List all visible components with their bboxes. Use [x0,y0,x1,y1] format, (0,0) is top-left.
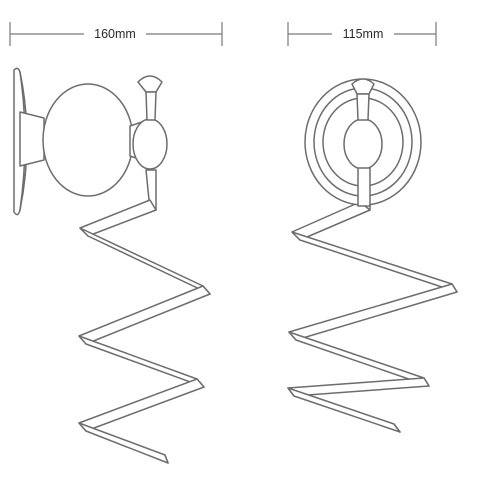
side-spiral-seg-4 [78,335,205,388]
dimension-right-label: 115mm [343,27,384,41]
side-spiral-seg-3 [78,285,211,345]
front-view [287,78,458,433]
side-spiral-seg-2 [79,227,211,295]
front-spiral-end [393,423,401,433]
side-view [13,67,211,464]
side-view-disk [42,83,134,197]
front-spiral-seg-3 [288,283,458,341]
side-spiral-seg-5 [78,378,205,432]
front-view-spiral [287,169,458,433]
front-spiral-seg-4 [288,331,430,387]
side-view-mount-base [19,111,45,167]
side-spiral-seg-6 [78,422,169,464]
front-view-ball [343,118,383,170]
side-view-knob-shaft [145,91,157,121]
dimension-right: 115mm [287,22,437,46]
front-spiral-seg-6 [287,387,401,433]
front-spiral-seg-2 [291,231,458,293]
side-spiral-seg-1 [79,199,157,237]
front-view-stem [357,167,371,207]
front-spiral-seg-1 [291,201,371,241]
dimension-left-label: 160mm [94,27,136,41]
dimension-left: 160mm [9,22,223,46]
front-view-knob-shaft [356,93,370,121]
front-view-knob [351,78,375,95]
side-view-ball [132,118,168,170]
side-view-spiral [78,169,211,464]
side-spiral-end [164,454,169,464]
side-view-knob [137,75,163,93]
front-spiral-seg-5 [287,377,430,397]
